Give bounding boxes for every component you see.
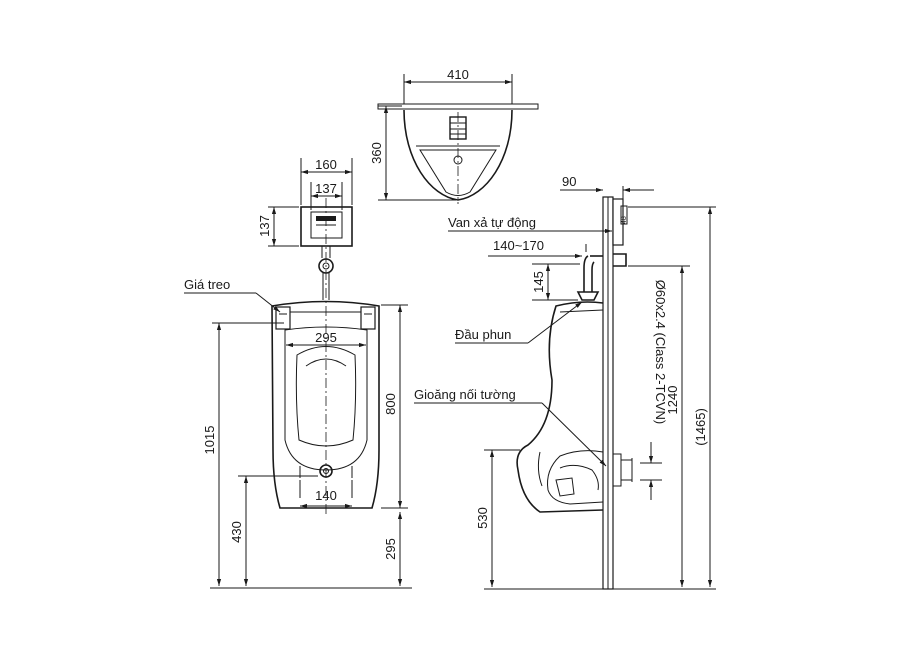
urinal-outlet xyxy=(319,464,333,478)
pipe-spec-label: Ø60x2.4 (Class 2-TCVN) xyxy=(653,280,668,424)
auto-valve-label: Van xả tự động xyxy=(448,215,536,230)
wall-offset-dim: 90 xyxy=(562,174,576,189)
outlet-height-dim: 430 xyxy=(229,521,244,543)
side-supply-pipe xyxy=(613,253,627,267)
svg-text:48: 48 xyxy=(621,216,628,224)
valve-inner-width-dim: 137 xyxy=(315,181,337,196)
top-depth-dim: 360 xyxy=(369,142,384,164)
total-height-dim: 1015 xyxy=(202,426,217,455)
urinal-front-body xyxy=(271,300,380,509)
side-valve xyxy=(612,198,624,246)
flush-valve-box xyxy=(300,206,353,247)
inlet-height-dim: 1240 xyxy=(665,386,680,415)
side-rim-height-dim: 530 xyxy=(475,507,490,529)
front-view: 160 137 137 Giá treo 295 140 800 295 xyxy=(184,157,412,589)
side-view: 48 90 Van xả tự động 140~170 xyxy=(414,174,716,590)
top-width-dim: 410 xyxy=(447,67,469,82)
top-view-bowl-inner xyxy=(419,149,497,196)
urinal-side-body xyxy=(516,301,604,513)
hanger-right xyxy=(360,306,376,330)
urinal-front-inner-bowl xyxy=(284,326,368,471)
bottom-height-dim: 295 xyxy=(383,538,398,560)
inner-width-dim: 295 xyxy=(315,330,337,345)
valve-outer-width-dim: 160 xyxy=(315,157,337,172)
spray-head xyxy=(576,291,600,301)
hanger-label: Giá treo xyxy=(184,277,230,292)
body-height-dim: 800 xyxy=(383,393,398,415)
outlet-width-dim: 140 xyxy=(315,488,337,503)
top-view-bowl-outline xyxy=(403,109,513,201)
spray-drop-dim: 145 xyxy=(531,271,546,293)
spray-head-label: Đầu phun xyxy=(455,327,511,342)
top-view: 410 360 xyxy=(369,67,539,204)
overall-height-dim: (1465) xyxy=(693,408,708,446)
valve-height-dim: 137 xyxy=(257,215,272,237)
pipe-offset-dim: 140~170 xyxy=(493,238,544,253)
wall-gasket-label: Gioăng nối tường xyxy=(414,387,516,402)
